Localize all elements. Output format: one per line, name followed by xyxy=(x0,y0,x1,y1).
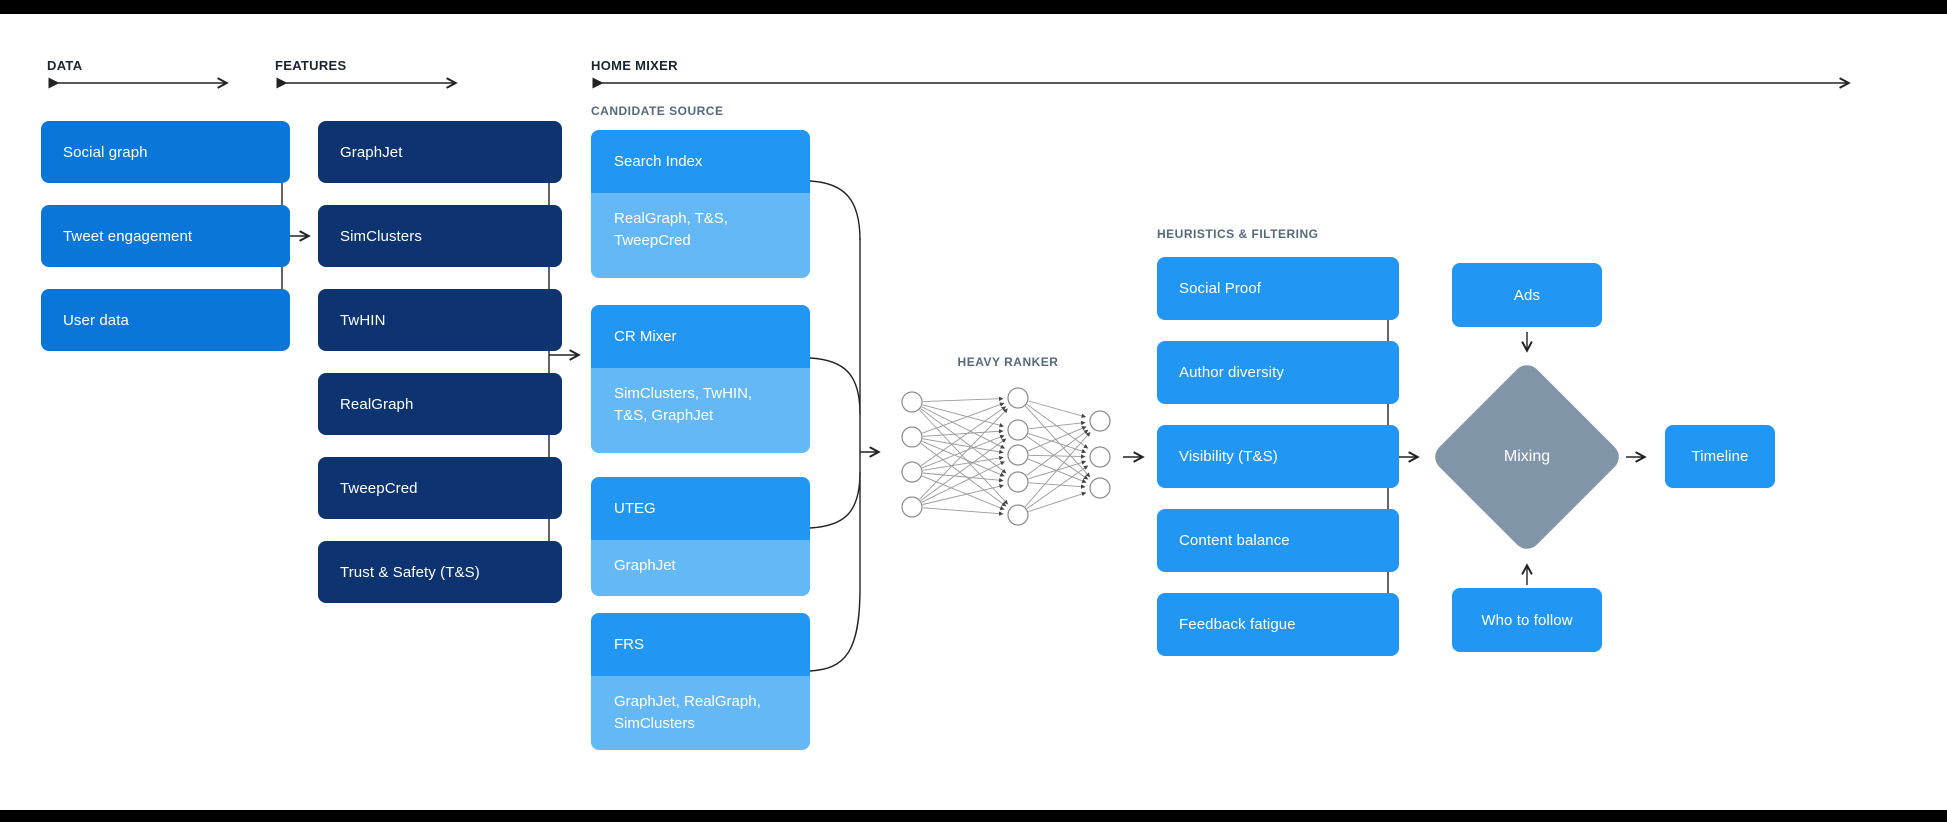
section-title-home-mixer: HOME MIXER xyxy=(591,58,678,73)
data-box-tweet-engagement: Tweet engagement xyxy=(41,205,290,267)
heuristic-box-content-balance: Content balance xyxy=(1157,509,1399,572)
candidate-name: UTEG xyxy=(591,477,810,540)
heuristic-box-feedback-fatigue: Feedback fatigue xyxy=(1157,593,1399,656)
section-title-features: FEATURES xyxy=(275,58,347,73)
candidate-name: CR Mixer xyxy=(591,305,810,368)
candidate-collector-lines xyxy=(809,180,861,672)
bottom-black-bar xyxy=(0,810,1947,822)
heuristic-box-visibility: Visibility (T&S) xyxy=(1157,425,1399,488)
candidate-source-label: CANDIDATE SOURCE xyxy=(591,104,724,118)
neural-net-nodes xyxy=(901,387,1111,526)
candidate-box-search-index: Search Index RealGraph, T&S, TweepCred xyxy=(591,130,810,278)
feature-box-realgraph: RealGraph xyxy=(318,373,562,435)
timeline-box: Timeline xyxy=(1665,425,1775,488)
candidate-box-uteg: UTEG GraphJet xyxy=(591,477,810,596)
neural-net-edges xyxy=(919,396,1091,516)
candidate-features: GraphJet, RealGraph, SimClusters xyxy=(591,676,810,750)
who-to-follow-box: Who to follow xyxy=(1452,588,1602,652)
candidate-features: SimClusters, TwHIN, T&S, GraphJet xyxy=(591,368,810,453)
candidate-features: RealGraph, T&S, TweepCred xyxy=(591,193,810,278)
candidate-name: Search Index xyxy=(591,130,810,193)
candidate-name: FRS xyxy=(591,613,810,676)
feature-box-twhin: TwHIN xyxy=(318,289,562,351)
heuristics-filtering-label: HEURISTICS & FILTERING xyxy=(1157,227,1319,241)
ads-box: Ads xyxy=(1452,263,1602,327)
heuristic-box-social-proof: Social Proof xyxy=(1157,257,1399,320)
candidate-box-frs: FRS GraphJet, RealGraph, SimClusters xyxy=(591,613,810,750)
feature-box-simclusters: SimClusters xyxy=(318,205,562,267)
heavy-ranker-label: HEAVY RANKER xyxy=(957,355,1059,369)
top-black-bar xyxy=(0,0,1947,14)
mixing-arrows xyxy=(1527,332,1644,585)
section-title-data: DATA xyxy=(47,58,83,73)
feature-box-trust-safety: Trust & Safety (T&S) xyxy=(318,541,562,603)
heuristic-box-author-diversity: Author diversity xyxy=(1157,341,1399,404)
feature-box-graphjet: GraphJet xyxy=(318,121,562,183)
candidate-box-cr-mixer: CR Mixer SimClusters, TwHIN, T&S, GraphJ… xyxy=(591,305,810,453)
candidate-features: GraphJet xyxy=(591,540,810,596)
data-box-user-data: User data xyxy=(41,289,290,351)
data-box-social-graph: Social graph xyxy=(41,121,290,183)
feature-box-tweepcred: TweepCred xyxy=(318,457,562,519)
mixing-diamond-label: Mixing xyxy=(1503,448,1551,465)
